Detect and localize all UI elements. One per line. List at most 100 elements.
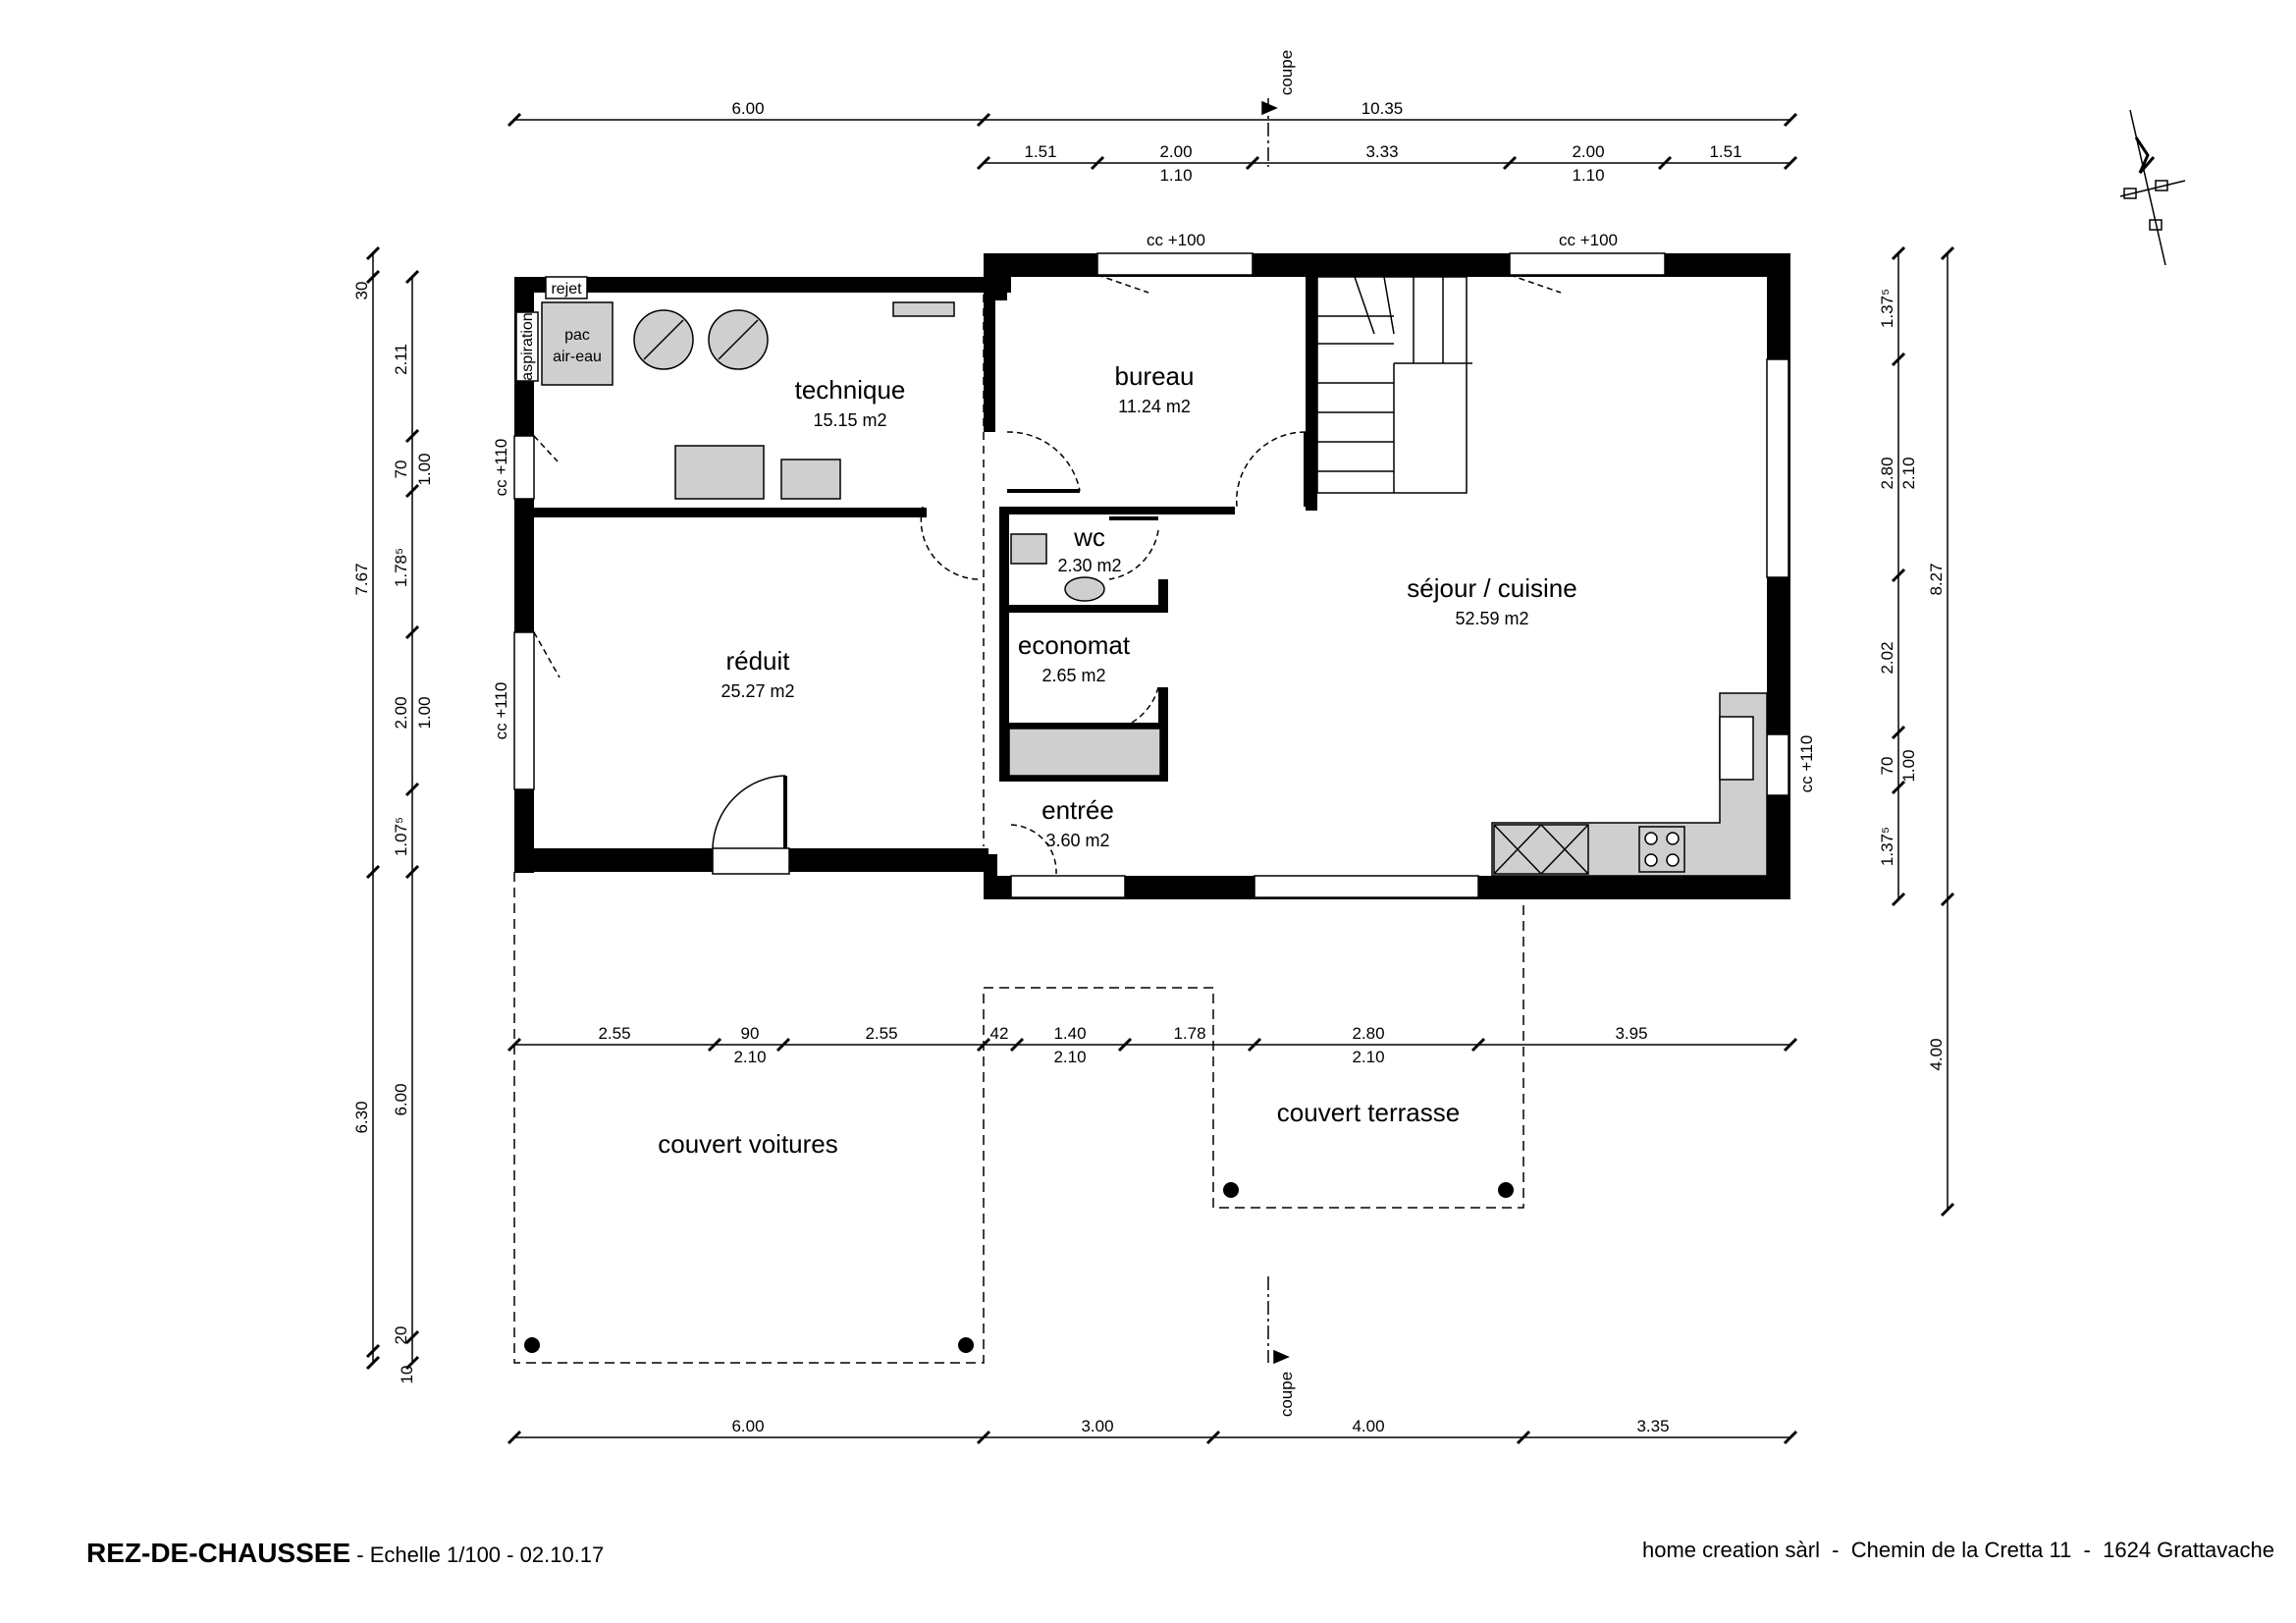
dim-right-1375b: 1.37⁵ bbox=[1878, 827, 1896, 866]
left-dimensions: 30 7.67 6.30 10 2.11 70 1.00 1.78⁵ 2.00 … bbox=[352, 282, 434, 1384]
coupe-label-bottom: coupe bbox=[1277, 1372, 1296, 1417]
dim-top-1035: 10.35 bbox=[1362, 99, 1404, 118]
dim-right-1375a: 1.37⁵ bbox=[1878, 289, 1896, 328]
dim-mid-210a: 2.10 bbox=[733, 1048, 766, 1066]
dim-top-110a: 1.10 bbox=[1159, 166, 1192, 185]
walls bbox=[514, 253, 1790, 899]
room-economat-name: economat bbox=[1018, 630, 1131, 660]
pac-label: pac bbox=[564, 327, 590, 344]
economat-shelving bbox=[1008, 728, 1161, 777]
aspiration-label: aspiration bbox=[519, 312, 536, 380]
technique-equipment bbox=[515, 276, 955, 500]
dim-right-210: 2.10 bbox=[1899, 457, 1918, 489]
dim-mid-255b: 2.55 bbox=[865, 1024, 897, 1043]
dim-left-10: 10 bbox=[398, 1366, 416, 1384]
aspiration-box bbox=[515, 311, 539, 382]
dim-left-600: 6.00 bbox=[392, 1083, 410, 1115]
dim-top-200b: 2.00 bbox=[1572, 142, 1604, 161]
drawing-date: 02.10.17 bbox=[519, 1542, 605, 1567]
title-sep-1: - bbox=[356, 1542, 364, 1567]
room-reduit-area: 25.27 m2 bbox=[721, 681, 794, 701]
washing-machines bbox=[674, 445, 765, 500]
rejet-box bbox=[545, 276, 588, 299]
north-arrow-icon bbox=[2119, 109, 2186, 266]
dim-bot-600: 6.00 bbox=[731, 1417, 764, 1435]
bottom-dimensions: 6.00 3.00 4.00 3.35 bbox=[731, 1417, 1669, 1435]
kitchen-sink bbox=[1719, 716, 1754, 781]
window-labels: cc +100 cc +100 cc +110 cc +110 cc +110 bbox=[492, 231, 1816, 792]
dim-left-1785: 1.78⁵ bbox=[392, 548, 410, 587]
dim-mid-210c: 2.10 bbox=[1352, 1048, 1384, 1066]
section-labels: coupe coupe bbox=[1277, 50, 1296, 1417]
air-eau-label: air-eau bbox=[553, 349, 602, 365]
dim-bot-400: 4.00 bbox=[1352, 1417, 1384, 1435]
dim-mid-42: 42 bbox=[990, 1024, 1009, 1043]
window-reduit-label: cc +110 bbox=[492, 682, 510, 740]
dim-left-200: 2.00 bbox=[392, 696, 410, 729]
dim-top-151b: 1.51 bbox=[1709, 142, 1741, 161]
room-couvert-terrasse-name: couvert terrasse bbox=[1277, 1098, 1460, 1127]
middle-dimensions: 2.55 90 2.10 2.55 42 1.40 2.10 1.78 2.80… bbox=[598, 1024, 1647, 1066]
dimension-lines bbox=[372, 119, 1949, 1438]
dim-bot-335: 3.35 bbox=[1636, 1417, 1669, 1435]
dim-right-400: 4.00 bbox=[1927, 1038, 1946, 1070]
carports bbox=[513, 872, 1524, 1364]
dim-left-1075: 1.07⁵ bbox=[392, 817, 410, 856]
toilet bbox=[1010, 533, 1047, 565]
window-kitchen-label: cc +110 bbox=[1797, 735, 1816, 793]
room-technique-area: 15.15 m2 bbox=[813, 410, 886, 430]
room-bureau-area: 11.24 m2 bbox=[1118, 397, 1191, 416]
dim-mid-178: 1.78 bbox=[1173, 1024, 1205, 1043]
dim-top-600: 6.00 bbox=[731, 99, 764, 118]
section-line bbox=[1261, 98, 1290, 1365]
company-info: home creation sàrl - Chemin de la Cretta… bbox=[1642, 1538, 2274, 1596]
dim-mid-280: 2.80 bbox=[1352, 1024, 1384, 1043]
dim-mid-90: 90 bbox=[741, 1024, 760, 1043]
dim-mid-395: 3.95 bbox=[1615, 1024, 1647, 1043]
room-couvert-voitures-name: couvert voitures bbox=[658, 1129, 838, 1159]
pac-unit bbox=[541, 301, 614, 386]
window-bureau-label: cc +100 bbox=[1147, 231, 1205, 249]
dim-left-20: 20 bbox=[392, 1326, 410, 1345]
dim-left-100b: 1.00 bbox=[415, 696, 434, 729]
manifold bbox=[892, 301, 955, 317]
room-wc-area: 2.30 m2 bbox=[1057, 556, 1121, 575]
dim-mid-140: 1.40 bbox=[1053, 1024, 1086, 1043]
room-entree-name: entrée bbox=[1041, 795, 1114, 825]
room-sejour-area: 52.59 m2 bbox=[1455, 609, 1528, 628]
room-labels: technique 15.15 m2 bureau 11.24 m2 wc 2.… bbox=[658, 361, 1576, 1159]
room-technique-name: technique bbox=[795, 375, 906, 405]
equipment-labels: rejet aspiration pac air-eau bbox=[519, 281, 602, 381]
dim-right-827: 8.27 bbox=[1927, 563, 1946, 595]
dim-right-202: 2.02 bbox=[1878, 641, 1896, 674]
room-economat-area: 2.65 m2 bbox=[1041, 666, 1105, 685]
title-block: REZ-DE-CHAUSSEE - Echelle 1/100 - 02.10.… bbox=[86, 1538, 604, 1596]
drawing-scale: Echelle 1/100 bbox=[369, 1542, 502, 1567]
dim-top-333: 3.33 bbox=[1365, 142, 1398, 161]
dim-left-70: 70 bbox=[392, 460, 410, 479]
dim-left-30: 30 bbox=[352, 282, 371, 300]
coupe-label-top: coupe bbox=[1277, 50, 1296, 95]
dim-left-630: 6.30 bbox=[352, 1101, 371, 1133]
room-reduit-name: réduit bbox=[725, 646, 790, 676]
dim-left-767: 7.67 bbox=[352, 563, 371, 595]
staircase bbox=[1316, 276, 1472, 494]
dim-top-110b: 1.10 bbox=[1572, 166, 1604, 185]
dim-right-70: 70 bbox=[1878, 757, 1896, 776]
cooktop bbox=[1638, 826, 1685, 873]
window-openings bbox=[513, 252, 1789, 898]
utility-sink bbox=[780, 459, 841, 500]
dim-mid-210b: 2.10 bbox=[1053, 1048, 1086, 1066]
top-dimensions: 6.00 10.35 1.51 2.00 1.10 3.33 2.00 1.10… bbox=[731, 99, 1741, 185]
dim-top-200a: 2.00 bbox=[1159, 142, 1192, 161]
room-sejour-name: séjour / cuisine bbox=[1407, 573, 1576, 603]
dim-left-100a: 1.00 bbox=[415, 453, 434, 485]
dim-left-211: 2.11 bbox=[392, 344, 410, 375]
dim-right-100: 1.00 bbox=[1899, 749, 1918, 782]
window-sejour-label: cc +100 bbox=[1559, 231, 1618, 249]
columns bbox=[524, 1182, 1514, 1353]
drawing-title: REZ-DE-CHAUSSEE bbox=[86, 1538, 351, 1568]
kitchen bbox=[1491, 692, 1768, 877]
right-dimensions: 1.37⁵ 2.80 2.10 2.02 70 1.00 1.37⁵ 8.27 … bbox=[1878, 289, 1946, 1071]
